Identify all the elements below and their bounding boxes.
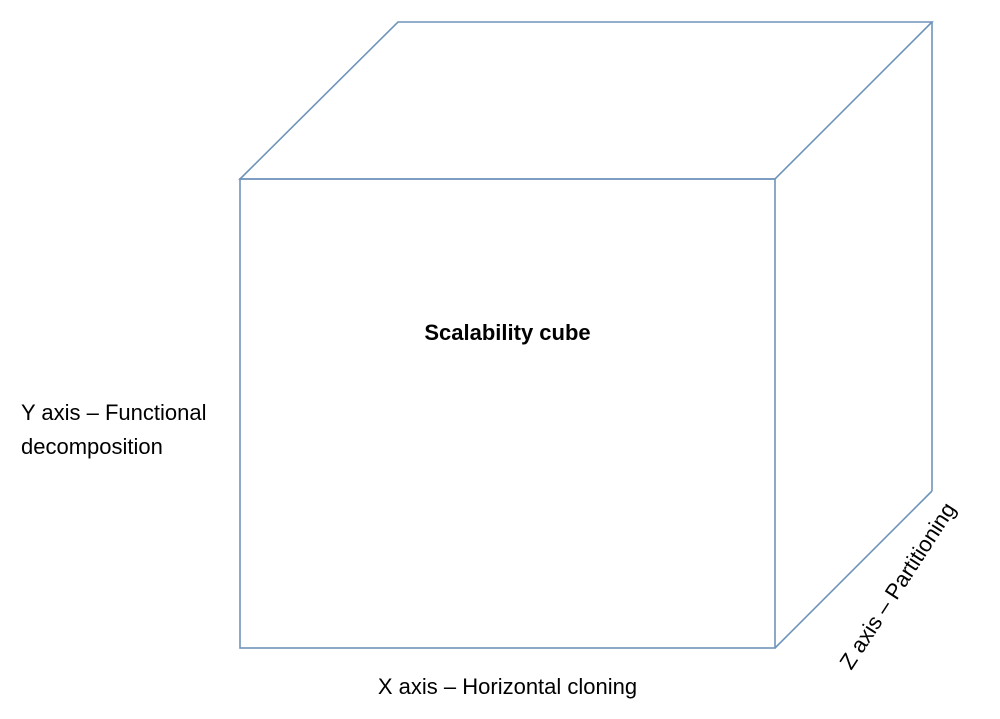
x-axis-label: X axis – Horizontal cloning — [377, 674, 638, 699]
cube-front-face — [239, 178, 776, 649]
cube-bottom-right-edge — [774, 490, 933, 649]
y-axis-label: Y axis – Functional decomposition — [21, 396, 261, 464]
y-axis-label-line1: Y axis – Functional — [21, 400, 207, 425]
y-axis-label-line2: decomposition — [21, 434, 163, 459]
cube-title: Scalability cube — [424, 320, 591, 345]
cube-top-face — [238, 21, 934, 180]
